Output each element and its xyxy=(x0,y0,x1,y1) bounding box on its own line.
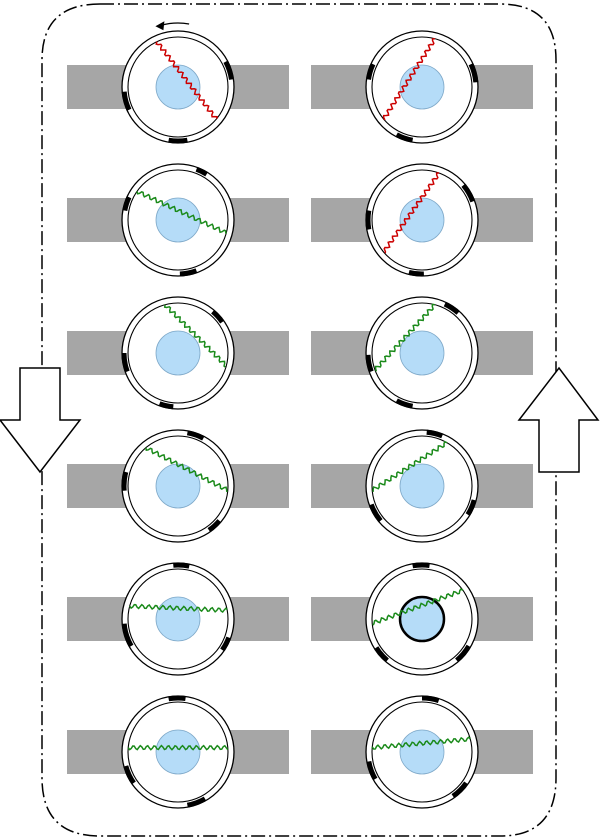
unit-right-3 xyxy=(311,296,533,410)
core xyxy=(155,64,201,110)
unit-left-6 xyxy=(67,695,289,809)
red-wave xyxy=(383,172,440,254)
core xyxy=(155,729,201,775)
core xyxy=(399,197,445,243)
green-wave xyxy=(129,603,228,614)
ring-segment xyxy=(451,781,469,799)
green-wave xyxy=(371,736,471,750)
green-wave xyxy=(136,190,227,234)
unit-right-4 xyxy=(311,429,533,543)
ring-segment xyxy=(220,636,232,652)
ring-segment xyxy=(368,503,383,523)
green-wave xyxy=(163,304,226,368)
ring-segment xyxy=(223,60,234,80)
unit-left-3 xyxy=(67,296,289,410)
ring-segment xyxy=(395,398,414,409)
ring-segment xyxy=(426,429,444,439)
ring-segment xyxy=(207,519,222,533)
ring-segment xyxy=(443,301,460,315)
ring-segment xyxy=(461,183,476,203)
green-wave xyxy=(372,440,448,492)
unit-left-5 xyxy=(67,562,289,676)
up-arrow-icon xyxy=(517,366,600,473)
ring-segment xyxy=(186,796,207,808)
core xyxy=(155,596,201,642)
ring-segment xyxy=(122,196,132,212)
red-wave xyxy=(155,41,218,119)
ring-segment xyxy=(173,562,190,569)
green-wave xyxy=(145,447,228,493)
ring-segment xyxy=(121,623,134,648)
unit-left-1 xyxy=(67,30,289,144)
unit-left-2 xyxy=(67,163,289,277)
dashed-cycle-frame xyxy=(41,3,557,837)
ring-segment xyxy=(121,471,129,491)
ring-segment xyxy=(365,354,374,373)
ring-segment xyxy=(211,309,225,324)
core xyxy=(399,330,445,376)
ring-segment xyxy=(121,352,130,373)
ring-segment xyxy=(168,695,186,702)
counterclockwise-arrow-icon xyxy=(155,21,190,31)
unit-right-6 xyxy=(311,695,533,809)
ring-segment xyxy=(365,210,372,230)
down-arrow-icon xyxy=(0,367,82,474)
ring-segment xyxy=(374,646,389,663)
ring-segment xyxy=(455,644,471,663)
ring-segment xyxy=(179,268,198,277)
core xyxy=(399,729,445,775)
units-group xyxy=(67,21,533,809)
unit-left-4 xyxy=(67,429,289,543)
core xyxy=(155,330,201,376)
ring-segment xyxy=(408,269,424,277)
ring-segment xyxy=(158,401,174,410)
ring-segment xyxy=(366,63,376,80)
unit-right-1 xyxy=(311,30,533,144)
ring-segment xyxy=(395,132,414,143)
ring-segment xyxy=(468,63,479,83)
core xyxy=(399,64,445,110)
ring-segment xyxy=(121,91,132,111)
core xyxy=(155,463,201,509)
ring-segment xyxy=(168,137,188,144)
ring-segment xyxy=(186,430,205,441)
green-wave xyxy=(372,587,464,626)
ring-segment xyxy=(465,499,477,516)
core xyxy=(399,463,445,509)
green-wave xyxy=(127,744,229,751)
ring-segment xyxy=(123,765,136,785)
red-wave xyxy=(382,37,436,121)
highlighted-core xyxy=(398,595,446,643)
unit-right-5 xyxy=(311,562,533,676)
ring-segment xyxy=(421,695,440,704)
ring-segment xyxy=(195,166,208,177)
ring-segment xyxy=(412,562,430,569)
green-wave xyxy=(374,303,436,372)
ring-segment xyxy=(366,760,378,781)
unit-right-2 xyxy=(311,163,533,277)
